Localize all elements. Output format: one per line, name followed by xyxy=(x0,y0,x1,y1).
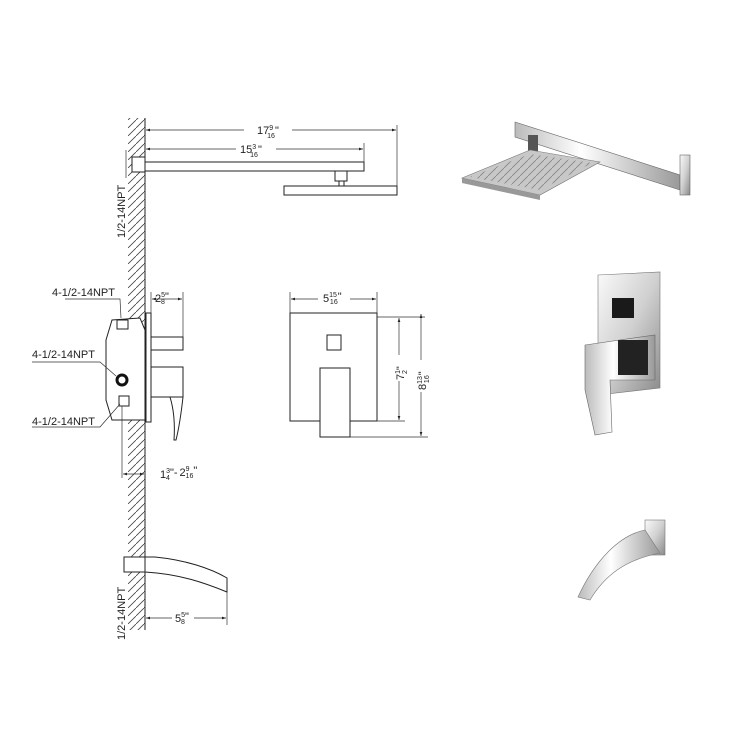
spout-thread-label: 1/2-14NPT xyxy=(116,587,128,640)
arm-thread-label: 1/2-14NPT xyxy=(116,185,128,238)
tub-spout-photo xyxy=(577,519,666,601)
trim-inner-height-dimension: 712" xyxy=(395,366,409,380)
valve-top-thread-label: 4-1/2-14NPT xyxy=(52,287,115,299)
valve-trim-photo xyxy=(584,271,661,436)
valve-middle-thread-label: 4-1/2-14NPT xyxy=(32,349,95,361)
trim-total-height-dimension: 81316" xyxy=(417,371,431,390)
valve-bottom-thread-label: 4-1/2-14NPT xyxy=(32,416,95,428)
shower-head-photo xyxy=(460,121,691,200)
